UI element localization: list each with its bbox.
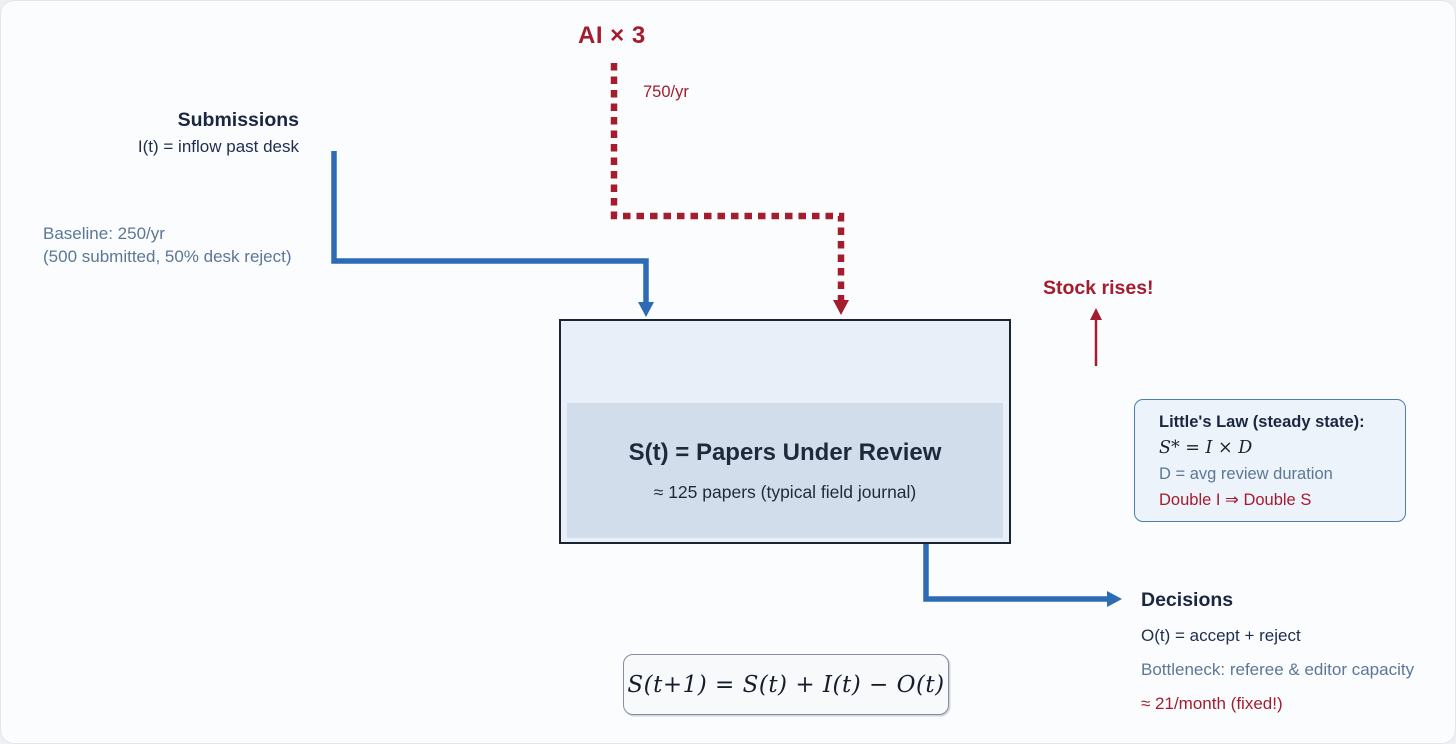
ai-multiplier-label: AI × 3 [578,22,646,49]
stock-subtitle: ≈ 125 papers (typical field journal) [653,481,917,502]
decisions-block: Decisions O(t) = accept + reject Bottlen… [1141,589,1414,714]
state-equation: S(t+1) = S(t) + I(t) − O(t) [627,671,945,698]
baseline-note: Baseline: 250/yr (500 submitted, 50% des… [43,223,292,268]
littles-law-formula: S* = I × D [1159,438,1253,458]
stock-box: S(t) = Papers Under Review ≈ 125 papers … [559,319,1011,544]
littles-law-callout: Little's Law (steady state): S* = I × D … [1134,399,1406,522]
outflow-arrow [923,544,1122,607]
ai-inflow-rate: 750/yr [643,83,689,101]
littles-law-implication: Double I ⇒ Double S [1159,491,1312,509]
ai-inflow-dashed-arrow [610,63,849,315]
littles-law-title: Little's Law (steady state): [1159,413,1365,431]
state-equation-box: S(t+1) = S(t) + I(t) − O(t) [623,654,949,715]
decisions-title: Decisions [1141,589,1234,611]
submissions-definition: I(t) = inflow past desk [137,137,299,156]
baseline-detail: (500 submitted, 50% desk reject) [43,246,292,266]
stock-rises-annotation: Stock rises! [1043,277,1154,299]
baseline-inflow-arrow [331,151,654,317]
submissions-title: Submissions [177,109,299,131]
decisions-rate: ≈ 21/month (fixed!) [1141,694,1283,713]
decisions-bottleneck: Bottleneck: referee & editor capacity [1141,660,1415,679]
baseline-rate: Baseline: 250/yr [43,224,165,243]
stock-fill-level: S(t) = Papers Under Review ≈ 125 papers … [567,403,1003,538]
stock-title: S(t) = Papers Under Review [628,438,942,466]
littles-law-definition: D = avg review duration [1159,465,1333,483]
decisions-definition: O(t) = accept + reject [1141,626,1301,645]
submissions-block: Submissions I(t) = inflow past desk [138,109,299,157]
